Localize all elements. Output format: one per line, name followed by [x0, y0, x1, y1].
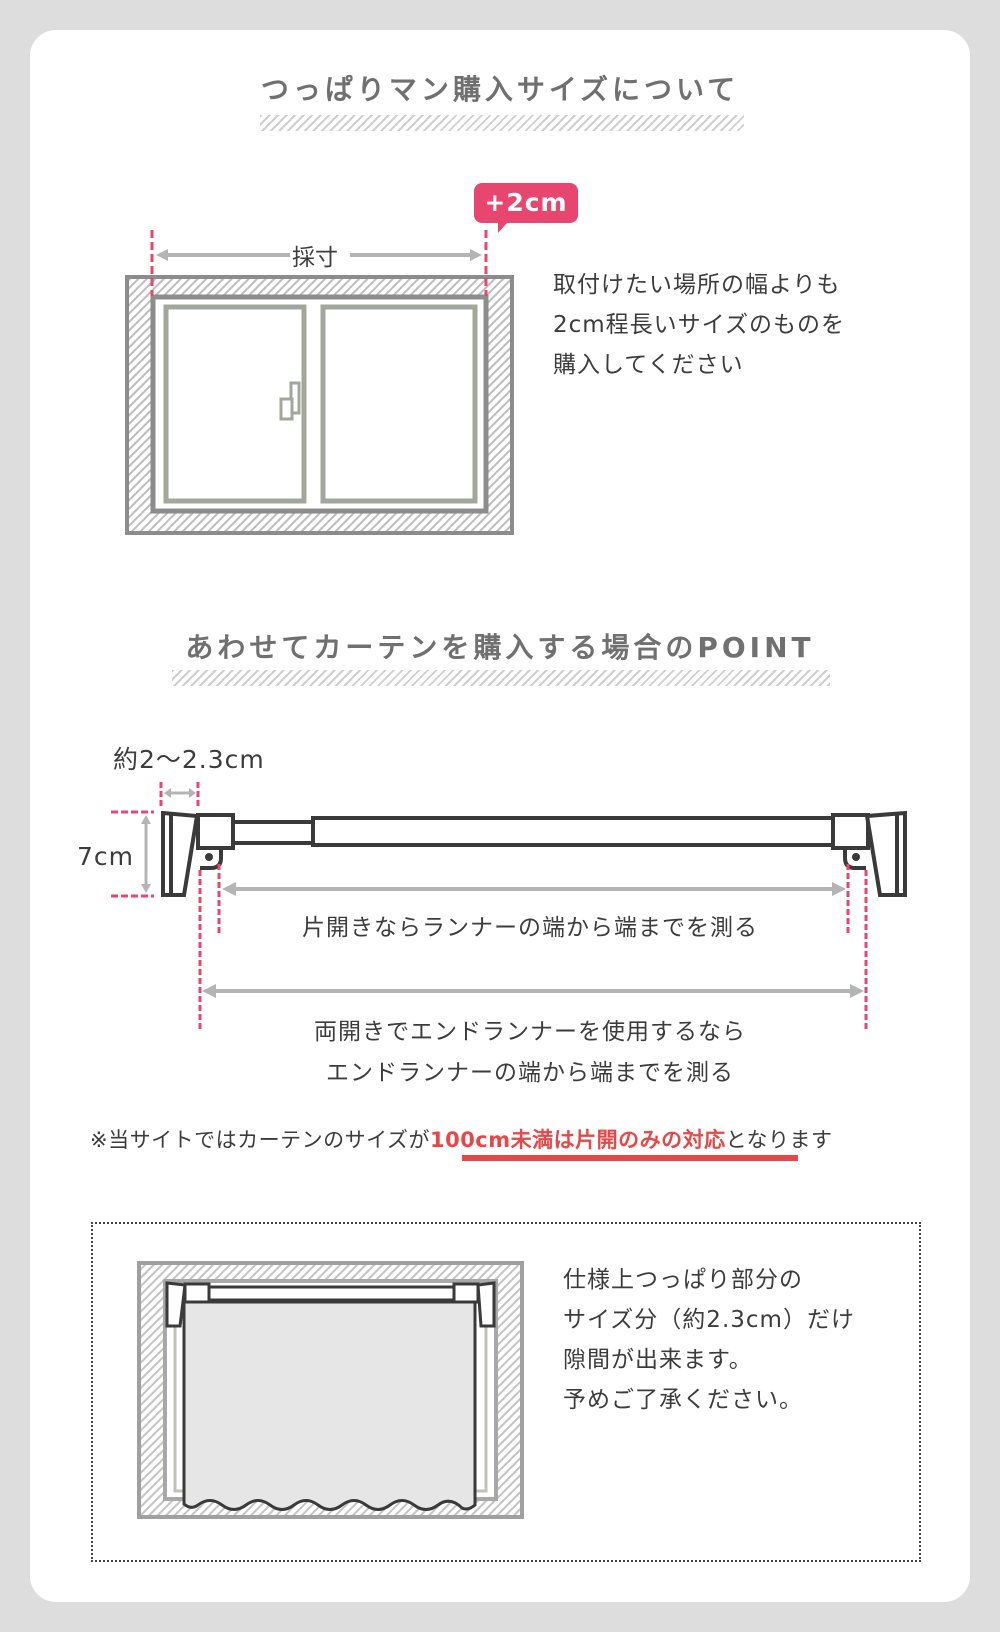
section3-description: 仕様上つっぱり部分の サイズ分（約2.3cm）だけ 隙間が出来ます。 予めご了承…	[563, 1260, 855, 1420]
gap-label: 約2～2.3cm	[113, 745, 265, 774]
section1-description: 取付けたい場所の幅よりも 2cm程長いサイズのものを 購入してください	[553, 265, 845, 385]
description-line: 購入してください	[553, 352, 744, 378]
description-line: 仕様上つっぱり部分の	[563, 1267, 803, 1293]
note-prefix: ※当サイトではカーテンのサイズが	[90, 1128, 430, 1152]
description-line: サイズ分（約2.3cm）だけ	[563, 1307, 855, 1333]
size-note: ※当サイトではカーテンのサイズが100cm未満は片開のみの対応となります	[90, 1124, 833, 1154]
gap-notice-box	[91, 1222, 921, 1562]
measure-label: 採寸	[292, 245, 338, 271]
double-open-line-2: エンドランナーの端から端までを測る	[326, 1060, 734, 1086]
section2-title-underline-hatch	[172, 670, 830, 686]
tension-rod-diagram	[111, 782, 907, 1032]
single-open-label: 片開きならランナーの端から端までを測る	[302, 915, 758, 941]
height-label: 7cm	[77, 842, 135, 871]
note-highlight: 100cm未満は片開のみの対応	[429, 1128, 726, 1152]
section1-title: つっぱりマン購入サイズについて	[260, 73, 740, 106]
section1-title-underline-hatch	[260, 115, 744, 131]
window-diagram	[125, 230, 514, 535]
description-line: 取付けたい場所の幅よりも	[553, 272, 841, 298]
highlight-underline	[462, 1155, 798, 1161]
description-line: 予めご了承ください。	[563, 1387, 803, 1413]
plus-2cm-badge: +2cm	[474, 183, 578, 233]
section2-title: あわせてカーテンを購入する場合のPOINT	[185, 631, 815, 664]
note-suffix: となります	[725, 1128, 833, 1152]
description-line: 2cm程長いサイズのものを	[553, 312, 845, 338]
description-line: 隙間が出来ます。	[563, 1347, 753, 1373]
double-open-line-1: 両開きでエンドランナーを使用するなら	[314, 1019, 746, 1045]
